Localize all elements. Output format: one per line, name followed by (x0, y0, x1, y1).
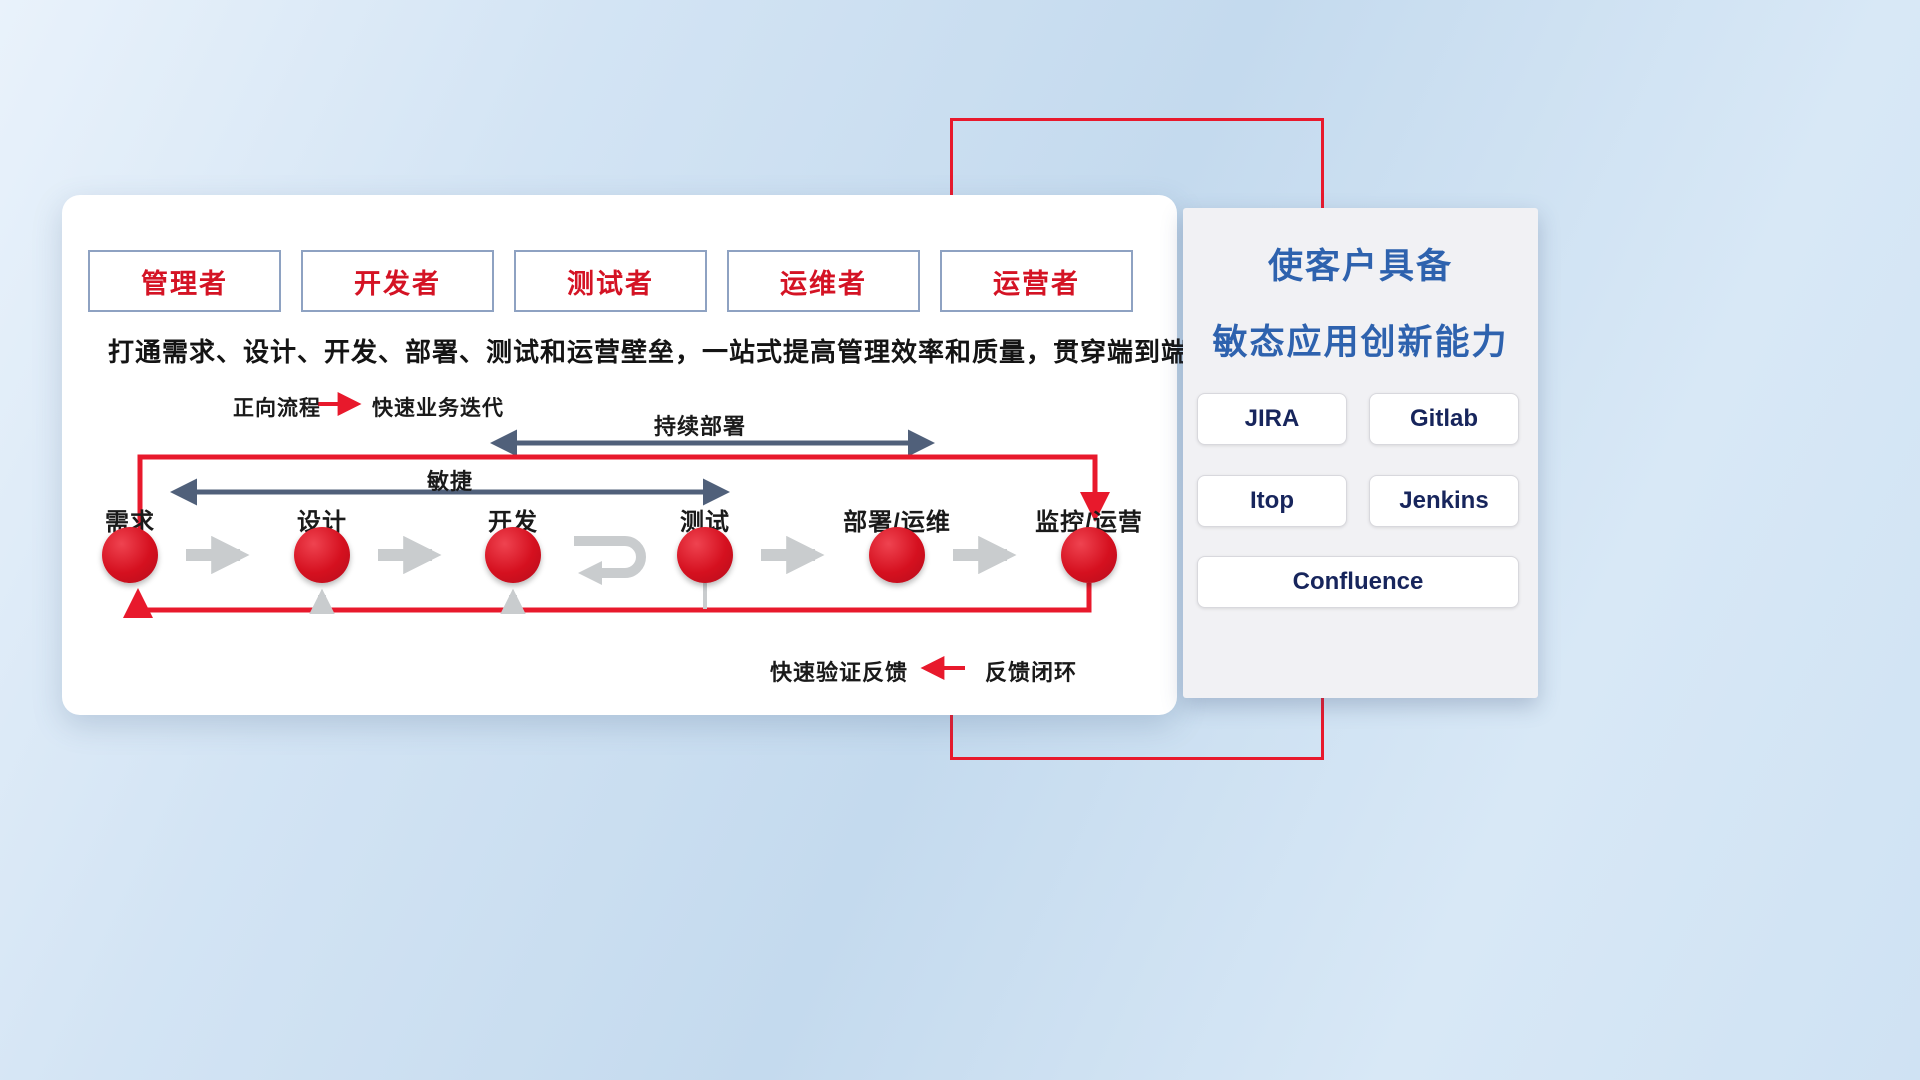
stage-node-monitor-operate (1061, 527, 1117, 583)
role-box-developer: 开发者 (301, 250, 494, 312)
feedback-legend-label: 快速验证反馈 (770, 660, 909, 685)
tool-row-1: JIRA Gitlab (1197, 393, 1519, 445)
continuous-deployment-label: 持续部署 (653, 414, 746, 439)
role-box-operator: 运营者 (940, 250, 1133, 312)
role-box-ops: 运维者 (727, 250, 920, 312)
role-label: 运营者 (993, 268, 1080, 299)
panel-title-line1: 使客户具备 (1267, 247, 1453, 286)
capability-panel (1183, 208, 1538, 698)
iteration-loop-icon (574, 536, 646, 585)
stage-node-testing (677, 527, 733, 583)
tool-row-3: Confluence (1197, 556, 1519, 608)
stage-node-deploy-ops (869, 527, 925, 583)
feedback-legend-desc: 反馈闭环 (985, 660, 1078, 685)
role-label: 运维者 (780, 268, 867, 299)
role-label: 测试者 (567, 268, 654, 299)
agile-label: 敏捷 (426, 469, 473, 494)
tool-label: Gitlab (1409, 405, 1478, 432)
tool-label: JIRA (1244, 405, 1300, 432)
red-feedback-loop-bottom (123, 583, 1092, 618)
stage-node-development (485, 527, 541, 583)
forward-flow-legend-label: 正向流程 (233, 397, 321, 420)
panel-title-line2: 敏态应用创新能力 (1212, 323, 1509, 362)
tool-row-2: Itop Jenkins (1197, 475, 1519, 527)
tool-label: Confluence (1292, 568, 1424, 595)
tool-label: Jenkins (1399, 487, 1489, 514)
role-label: 开发者 (354, 268, 441, 299)
role-box-manager: 管理者 (88, 250, 281, 312)
role-box-tester: 测试者 (514, 250, 707, 312)
forward-flow-legend-desc: 快速业务迭代 (372, 397, 504, 420)
stage-node-design (294, 527, 350, 583)
role-row: 管理者 开发者 测试者 运维者 运营者 (88, 250, 1133, 312)
stage-node-requirements (102, 527, 158, 583)
flow-diagram-arrows (123, 392, 1110, 680)
tool-chip-jira: JIRA (1197, 393, 1347, 445)
tool-label: Itop (1250, 487, 1294, 514)
tool-chip-confluence: Confluence (1197, 556, 1519, 608)
tool-chip-gitlab: Gitlab (1369, 393, 1519, 445)
tool-chip-itop: Itop (1197, 475, 1347, 527)
headline: 打通需求、设计、开发、部署、测试和运营壁垒，一站式提高管理效率和质量，贯穿端到端… (108, 337, 1270, 367)
tool-chip-jenkins: Jenkins (1369, 475, 1519, 527)
role-label: 管理者 (141, 268, 228, 299)
red-feedback-loop-top (137, 454, 1110, 531)
